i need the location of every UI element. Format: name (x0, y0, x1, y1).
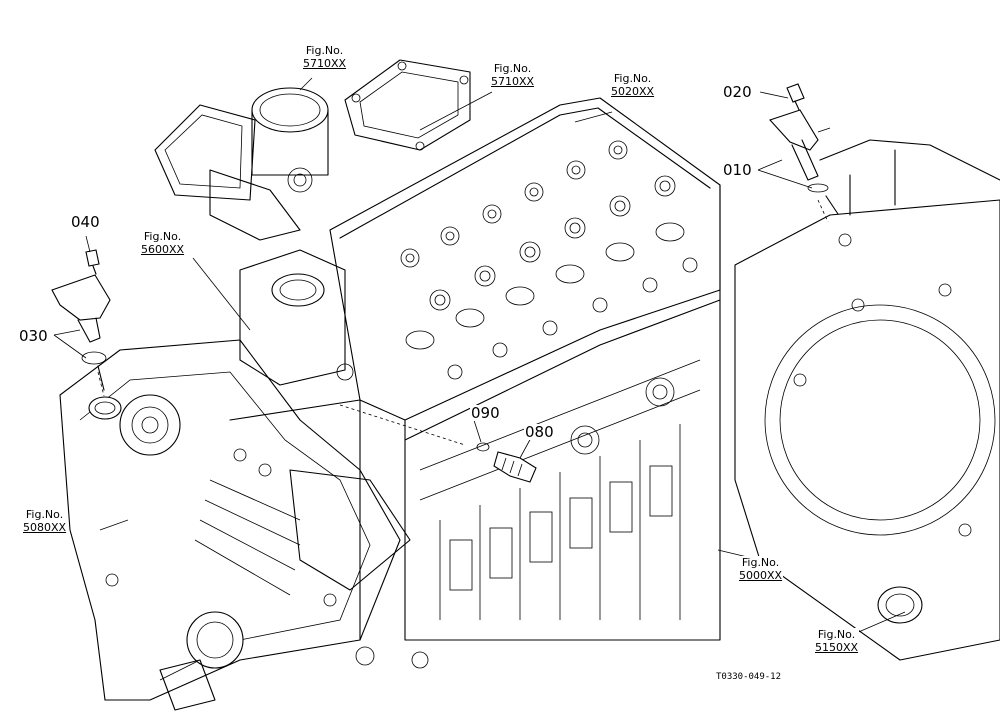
callout-fig-prefix: Fig.No. (613, 72, 652, 85)
callout-fig-number: 5150XX (815, 641, 859, 654)
callout-fig-5150: Fig.No. 5150XX (814, 628, 860, 654)
part-number-010: 010 (722, 161, 753, 179)
callout-fig-5000: Fig.No. 5000XX (738, 556, 784, 582)
part-number-040: 040 (70, 213, 101, 231)
cylinder-block (229, 299, 721, 669)
water-pump-housing (59, 339, 411, 711)
part-080-090-sensor-assembly (476, 442, 537, 483)
flywheel-housing (734, 139, 1000, 661)
callout-fig-5600: Fig.No. 5600XX (140, 230, 186, 256)
part-number-020: 020 (722, 83, 753, 101)
callout-fig-5080: Fig.No. 5080XX (22, 508, 68, 534)
callout-fig-number: 5080XX (23, 521, 67, 534)
callout-fig-number: 5020XX (611, 85, 655, 98)
callout-fig-5710-left: Fig.No. 5710XX (302, 44, 348, 70)
callout-fig-prefix: Fig.No. (817, 628, 856, 641)
callout-fig-number: 5710XX (303, 57, 347, 70)
cylinder-head (329, 97, 721, 441)
part-number-030: 030 (18, 327, 49, 345)
callout-fig-number: 5710XX (491, 75, 535, 88)
callout-fig-prefix: Fig.No. (25, 508, 64, 521)
thermostat-housing (239, 249, 354, 386)
callout-fig-prefix: Fig.No. (493, 62, 532, 75)
callout-fig-prefix: Fig.No. (143, 230, 182, 243)
callout-fig-number: 5000XX (739, 569, 783, 582)
callout-fig-5020: Fig.No. 5020XX (610, 72, 656, 98)
part-010-020-sensor-assembly (769, 83, 839, 215)
leader-lines (53, 77, 906, 641)
callout-fig-prefix: Fig.No. (741, 556, 780, 569)
callout-fig-number: 5600XX (141, 243, 185, 256)
callout-fig-prefix: Fig.No. (305, 44, 344, 57)
throttle-body (154, 87, 329, 241)
cover-flange (344, 59, 471, 151)
callout-fig-5710-right: Fig.No. 5710XX (490, 62, 536, 88)
part-number-090: 090 (470, 404, 501, 422)
part-030-040-sensor-assembly (51, 249, 111, 391)
part-number-080: 080 (524, 423, 555, 441)
drawing-code: T0330-049-12 (716, 672, 782, 682)
